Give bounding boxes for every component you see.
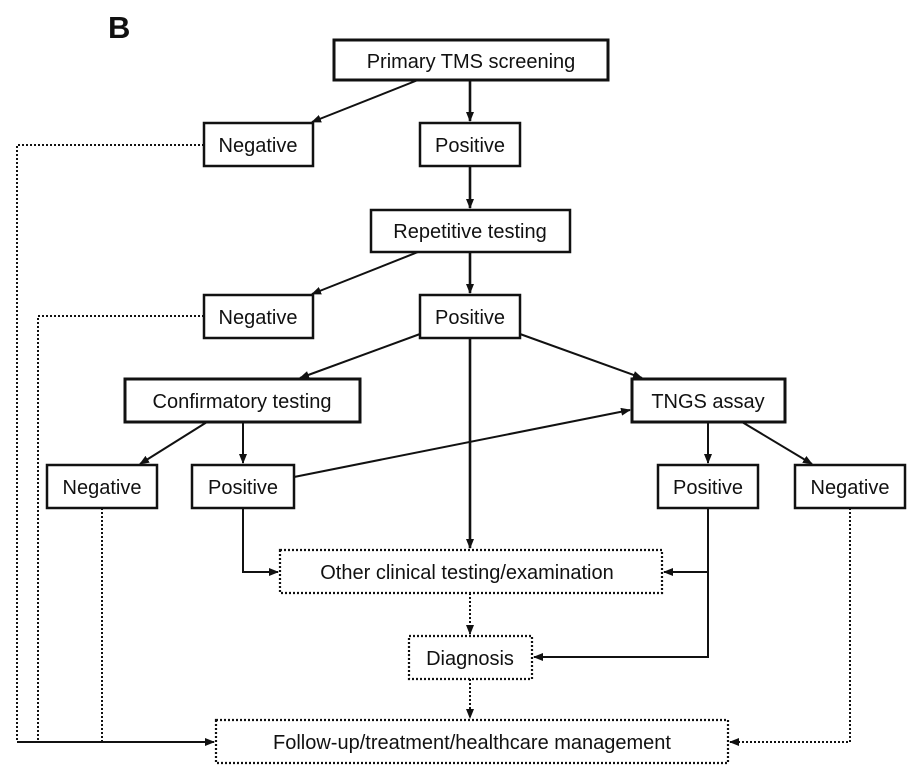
arrow-positive3-other [242,508,279,576]
arrow-positive4-diagnosis [533,508,709,661]
node-negative-1: Negative [202,121,315,168]
node-positive-2: Positive [418,293,522,340]
node-label: Positive [673,477,743,499]
node-label: Primary TMS screening [367,51,576,73]
node-diagnosis: Diagnosis [407,634,534,681]
arrow-positive2-tngs [519,333,643,379]
arrow-positive3-tngs [293,407,631,478]
node-confirmatory-testing: Confirmatory testing [123,377,362,424]
node-negative-2: Negative [202,293,315,340]
node-tngs-assay: TNGS assay [630,377,787,424]
node-label: Positive [208,477,278,499]
node-primary-tms-screening: Primary TMS screening [332,38,610,82]
panel-label: B [108,10,130,45]
dotted-negative1-followup [16,144,204,742]
node-label: Negative [219,135,298,157]
node-other-clinical-testing: Other clinical testing/examination [278,548,664,595]
node-positive-3: Positive [190,463,296,510]
node-label: Confirmatory testing [153,391,332,413]
node-label: Positive [435,307,505,329]
node-label: Positive [435,135,505,157]
node-positive-1: Positive [418,121,522,168]
arrow-repetitive-negative [311,251,419,295]
arrow-confirmatory-negative [139,421,208,465]
dotted-negative4-followup [729,508,851,746]
node-label: Repetitive testing [393,221,546,243]
node-followup-treatment: Follow-up/treatment/healthcare managemen… [214,718,730,765]
node-negative-4: Negative [793,463,907,510]
node-label: TNGS assay [651,391,764,413]
node-label: Negative [219,307,298,329]
arrow-positive2-confirmatory [299,333,421,379]
dotted-negative2-followup [37,315,204,742]
node-label: Negative [811,477,890,499]
node-negative-3: Negative [45,463,159,510]
node-repetitive-testing: Repetitive testing [369,208,572,254]
node-label: Follow-up/treatment/healthcare managemen… [273,732,671,754]
arrow-tngs-negative [741,421,813,465]
arrow-primary-negative [311,79,419,123]
node-label: Diagnosis [426,648,514,670]
connectors [16,79,851,746]
node-label: Other clinical testing/examination [320,562,613,584]
node-positive-4: Positive [656,463,760,510]
node-label: Negative [63,477,142,499]
